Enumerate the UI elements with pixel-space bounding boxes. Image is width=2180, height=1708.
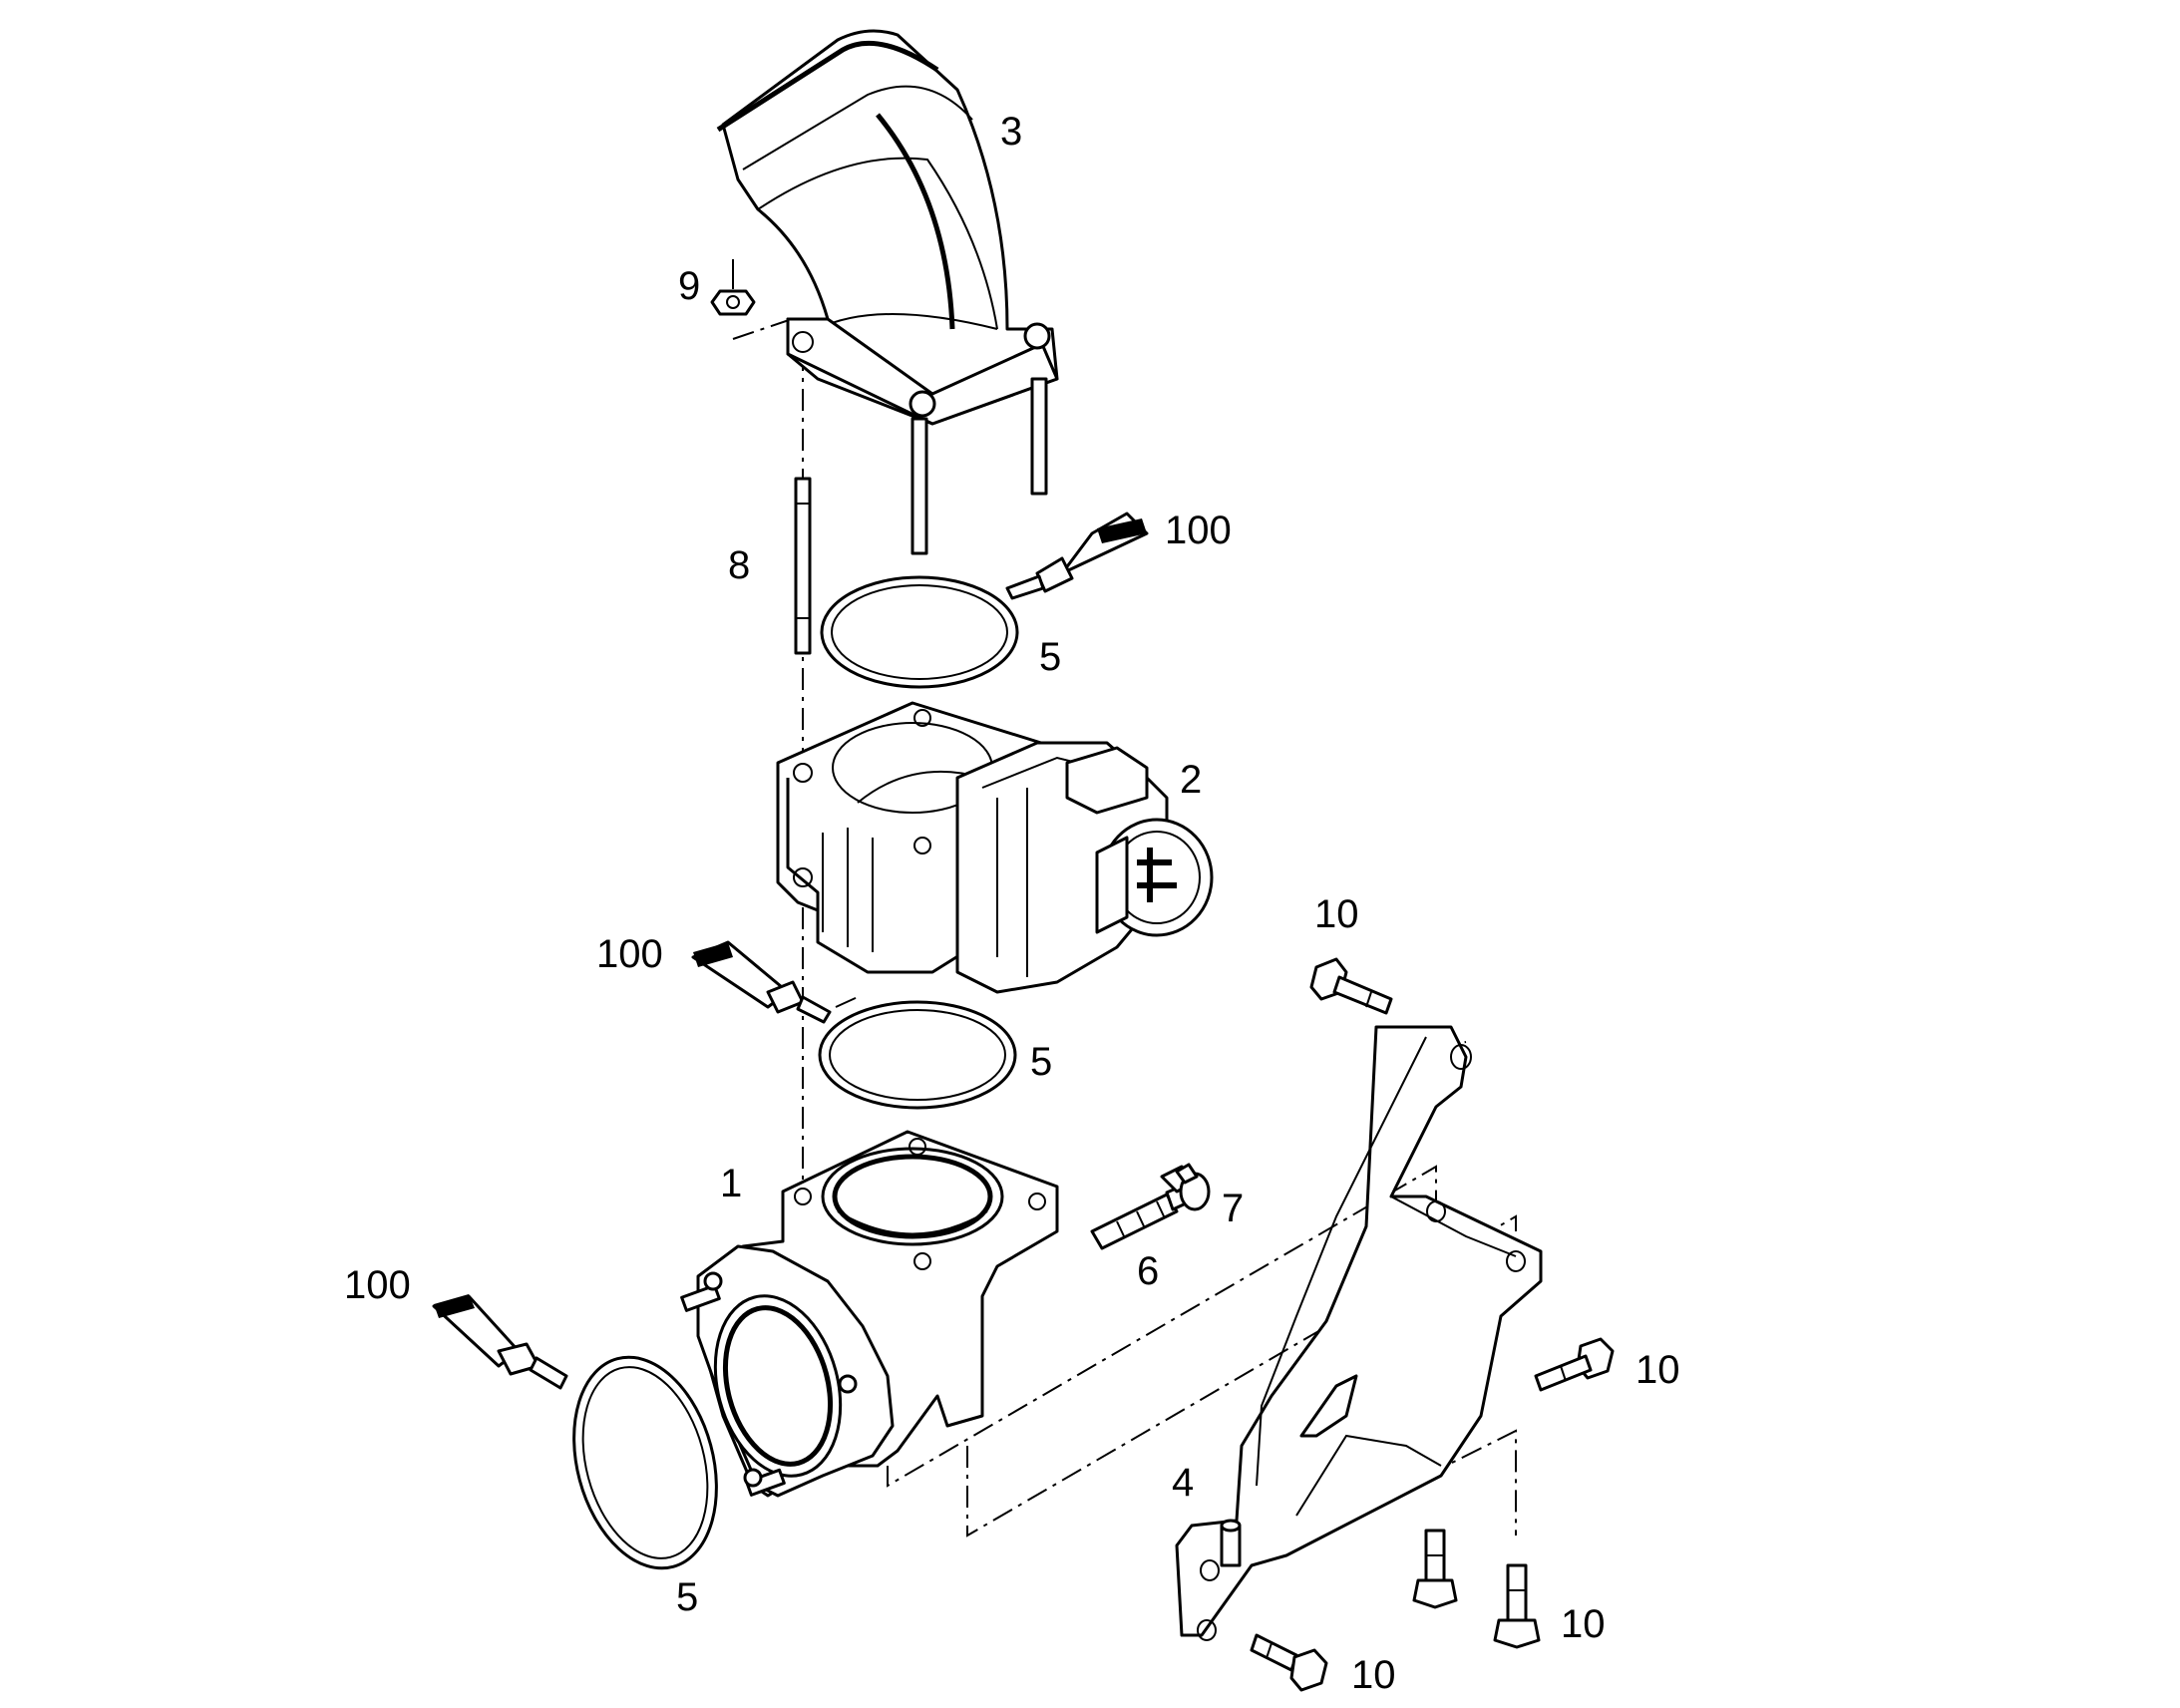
callout-9: 9 — [678, 264, 700, 308]
callout-100-bottom: 100 — [344, 1263, 411, 1307]
part-5-o-ring-middle — [818, 1000, 1017, 1110]
callout-labels: 3 9 100 8 5 2 10 100 5 1 7 6 100 10 4 5 … — [344, 110, 1680, 1697]
part-9-nut — [710, 259, 756, 316]
callout-10-bottom: 10 — [1351, 1653, 1396, 1697]
callout-6: 6 — [1137, 1249, 1159, 1293]
part-5-o-ring-bottom — [572, 1355, 718, 1570]
part-10-bolt-lower-right — [1493, 1563, 1541, 1649]
part-10-bolt-lower-left — [1412, 1529, 1458, 1609]
callout-8: 8 — [728, 543, 750, 587]
part-5-o-ring-top — [820, 575, 1019, 689]
callout-10-right: 10 — [1635, 1348, 1680, 1392]
callout-100-middle: 100 — [596, 932, 663, 976]
part-10-bolt-upper — [1309, 957, 1393, 1015]
callout-2: 2 — [1180, 758, 1202, 802]
callout-7: 7 — [1222, 1187, 1244, 1230]
callout-1: 1 — [720, 1162, 742, 1205]
part-8-stud — [794, 477, 812, 655]
callout-100-top: 100 — [1165, 509, 1232, 552]
part-7-cap — [1160, 1163, 1211, 1211]
part-10-bolt-right — [1534, 1337, 1615, 1392]
part-3-intake-elbow — [716, 29, 1059, 555]
callout-5-top: 5 — [1039, 635, 1061, 679]
callout-10-upper: 10 — [1314, 892, 1359, 936]
sealant-tube-top — [1005, 512, 1149, 600]
callout-10-lower-right: 10 — [1561, 1602, 1606, 1646]
part-10-bolt-bottom — [1250, 1633, 1328, 1692]
callout-5-middle: 5 — [1030, 1040, 1052, 1084]
sealant-tube-bottom — [432, 1294, 568, 1390]
callout-4: 4 — [1172, 1461, 1194, 1505]
callout-3: 3 — [1000, 110, 1022, 154]
callout-5-bottom: 5 — [676, 1575, 698, 1619]
sealant-tube-middle — [691, 940, 832, 1024]
part-4-bracket — [1175, 1025, 1543, 1641]
part-2-throttle-body — [776, 701, 1214, 994]
part-1-intake-adapter — [680, 1130, 1059, 1498]
